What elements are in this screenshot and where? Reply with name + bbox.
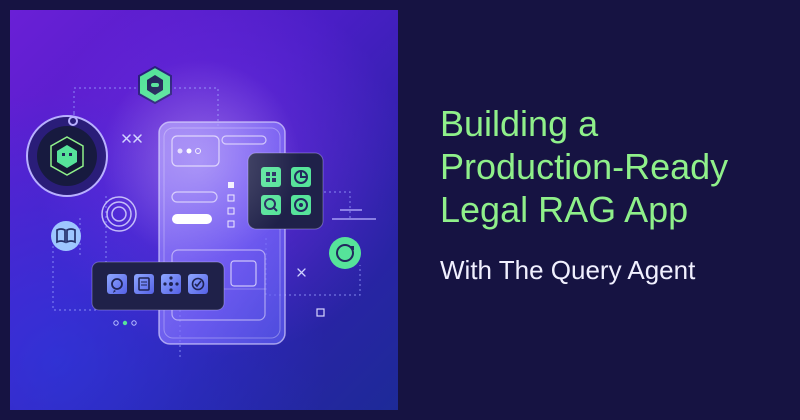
title-line-3: Legal RAG App xyxy=(440,189,689,230)
background-glow xyxy=(100,60,300,260)
page-title: Building a Production-Ready Legal RAG Ap… xyxy=(440,102,780,231)
chat-icon xyxy=(111,278,123,293)
side-lines xyxy=(332,209,376,220)
small-square-marker xyxy=(316,308,325,317)
check-icon xyxy=(191,277,205,291)
refresh-icon xyxy=(329,237,361,269)
icon-tray xyxy=(91,261,225,311)
book-icon xyxy=(51,221,81,251)
title-line-1: Building a xyxy=(440,103,599,144)
document-icon xyxy=(138,277,150,291)
illustration-panel xyxy=(10,10,398,410)
ui-illustration xyxy=(26,60,376,360)
network-icon xyxy=(163,276,179,292)
target-icon xyxy=(294,198,308,212)
small-close-marker xyxy=(297,268,306,277)
pager-dots xyxy=(113,320,137,326)
heading-block: Building a Production-Ready Legal RAG Ap… xyxy=(440,102,780,285)
title-line-2: Production-Ready xyxy=(440,146,729,187)
robot-agent-icon xyxy=(26,115,108,197)
page-subtitle: With The Query Agent xyxy=(440,255,696,285)
